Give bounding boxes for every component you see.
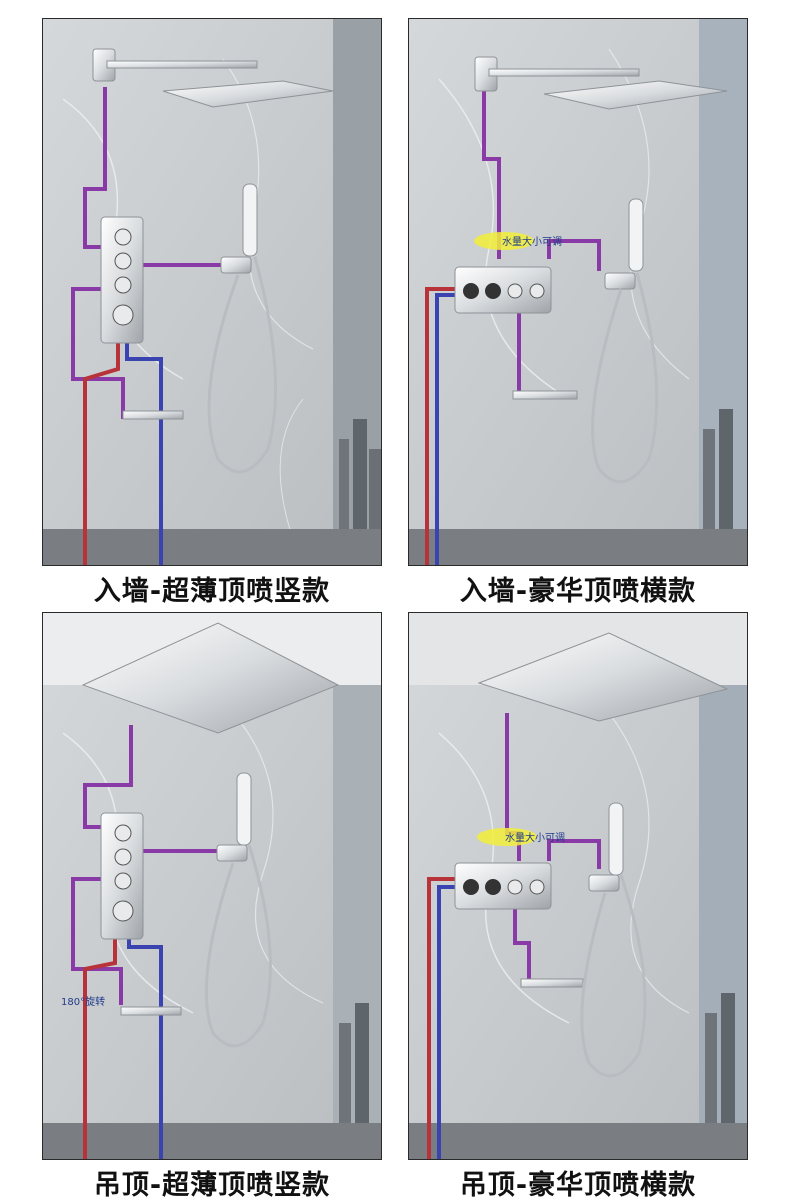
annotation-2: 水量大小可调 [502,235,562,248]
product-image-1 [42,18,382,566]
product-image-4: 水量大小可调 [408,612,748,1160]
caption-2: 入墙-豪华顶喷横款 [459,576,697,607]
caption-4: 吊顶-豪华顶喷横款 [459,1170,697,1201]
caption-1: 入墙-超薄顶喷竖款 [93,576,331,607]
caption-3: 吊顶-超薄顶喷竖款 [93,1170,331,1201]
product-image-3: 180°旋转 [42,612,382,1160]
annotation-4: 水量大小可调 [505,831,565,844]
product-image-2: 水量大小可调 [408,18,748,566]
annotation-3: 180°旋转 [61,995,105,1008]
